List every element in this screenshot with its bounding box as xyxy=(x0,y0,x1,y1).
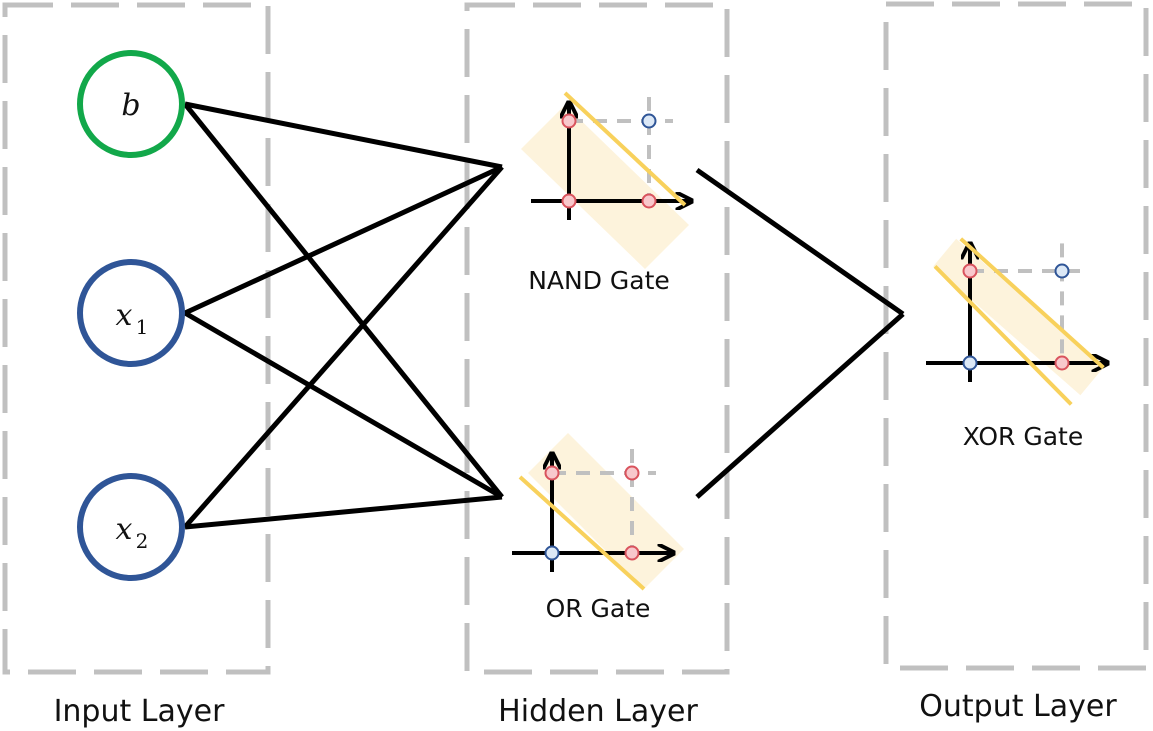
gate-plot-xor xyxy=(926,237,1106,406)
decision-boundary xyxy=(563,91,687,207)
decision-region xyxy=(933,238,1104,396)
node-circle-b xyxy=(77,50,185,158)
node-circle-x2 xyxy=(77,473,185,581)
input-node-x2: x 2 xyxy=(77,473,185,581)
connections xyxy=(183,101,905,530)
data-point-0-1-red xyxy=(962,263,978,279)
data-point-0-1-red xyxy=(544,465,560,481)
connection-x2-nand xyxy=(183,165,504,529)
data-point-1-1-blue xyxy=(641,113,657,129)
data-point-1-0-red xyxy=(1054,355,1070,371)
data-point-1-0-red xyxy=(624,545,640,561)
decision-boundary xyxy=(518,475,646,591)
data-point-0-0-blue xyxy=(962,355,978,371)
node-circle-x1 xyxy=(77,259,185,367)
node-label-x2: x xyxy=(116,512,133,547)
decision-region xyxy=(521,105,689,269)
gate-plot-or xyxy=(512,433,684,591)
data-point-1-0-red xyxy=(641,193,657,209)
gate-plot-nand xyxy=(521,91,690,269)
gate-label-nand: NAND Gate xyxy=(528,266,670,295)
node-label-x1: x xyxy=(116,298,133,333)
decision-boundary-upper xyxy=(959,237,1105,370)
data-point-1-1-blue xyxy=(1054,263,1070,279)
input-node-x1: x 1 xyxy=(77,259,185,367)
connection-x1-nand xyxy=(183,164,504,316)
hidden-layer-box xyxy=(464,2,730,675)
node-subscript-x1: 1 xyxy=(136,315,149,339)
node-label-b: b xyxy=(121,88,140,123)
connection-b-or xyxy=(183,102,504,499)
connection-x2-or xyxy=(184,494,503,530)
layer-label-input: Input Layer xyxy=(54,694,226,729)
input-node-b: b xyxy=(77,50,185,158)
gate-label-xor: XOR Gate xyxy=(963,422,1083,451)
data-point-0-0-blue xyxy=(544,545,560,561)
connection-nand-xor xyxy=(695,167,905,317)
node-subscript-x2: 2 xyxy=(136,529,149,553)
decision-boundary-lower xyxy=(933,264,1073,406)
layer-label-hidden: Hidden Layer xyxy=(498,694,698,729)
data-point-0-1-red xyxy=(561,113,577,129)
data-point-1-1-red xyxy=(624,465,640,481)
layer-label-output: Output Layer xyxy=(919,689,1117,724)
decision-region xyxy=(528,433,684,589)
input-layer-box xyxy=(2,2,271,675)
connection-x1-or xyxy=(183,310,504,500)
connection-or-xor xyxy=(695,312,905,499)
data-point-0-0-red xyxy=(561,193,577,209)
connection-b-nand xyxy=(184,101,503,170)
gate-label-or: OR Gate xyxy=(546,594,651,623)
